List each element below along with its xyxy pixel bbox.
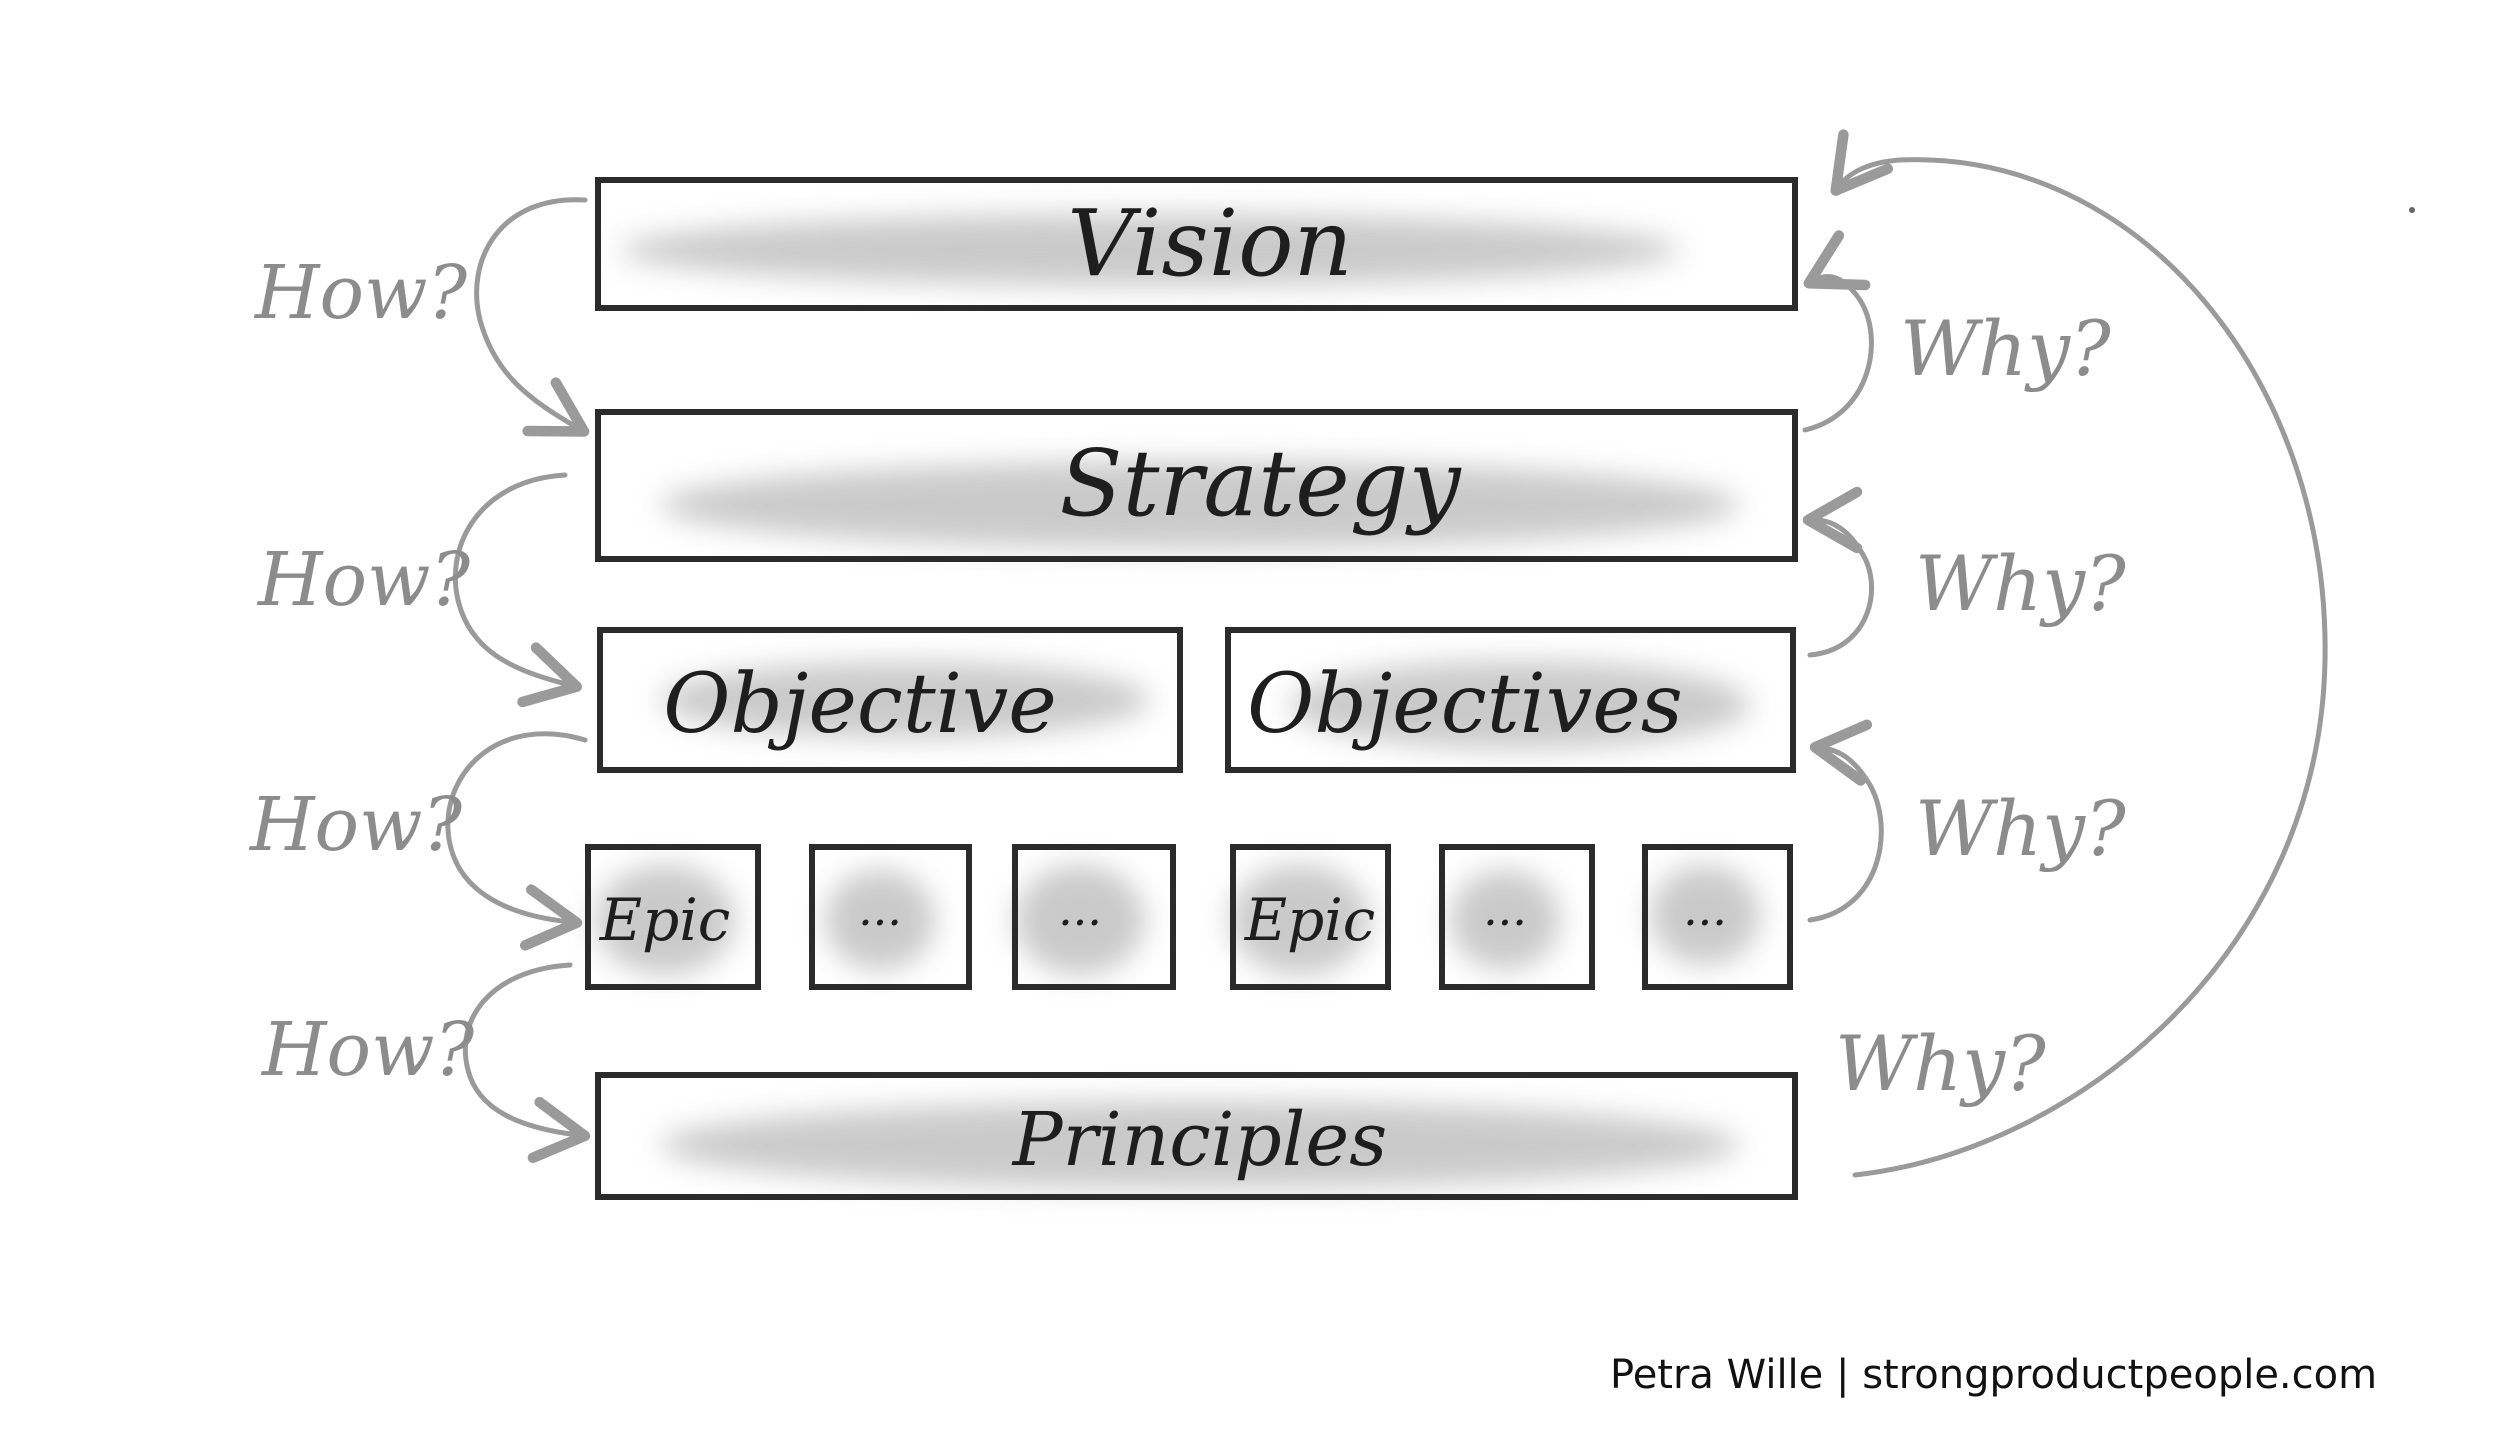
objective-right-box: [1225, 627, 1796, 773]
how-arrows-layer: [445, 197, 591, 1164]
box-labels-layer: Vision Strategy Objective Objectives Epi…: [599, 190, 1727, 1183]
why-arrow-2: [1802, 486, 1875, 658]
vision-shading: [620, 214, 1680, 286]
why-label-3: Why?: [1915, 784, 2127, 873]
how-label-2: How?: [256, 537, 471, 623]
credit-footer: Petra Wille | strongproductpeople.com: [1610, 1352, 2378, 1398]
stray-dot: [2409, 207, 2415, 213]
how-label-3: How?: [248, 782, 463, 868]
objective-right-label: Objectives: [1247, 657, 1683, 752]
principles-label: Principles: [1011, 1097, 1387, 1183]
why-arrow-big: [1830, 129, 2328, 1178]
objective-left-shading: [660, 662, 1150, 738]
side-labels-layer: How? How? How? How? Why? Why? Why? Why?: [248, 250, 2127, 1108]
shading-layer: [595, 214, 1760, 1189]
principles-box: [595, 1072, 1798, 1200]
why-label-2: Why?: [1915, 539, 2127, 628]
epic-2-shading: [825, 870, 935, 970]
epic-box-5: [1439, 844, 1595, 990]
how-label-1: How?: [253, 250, 468, 336]
epic-label-6: ...: [1683, 882, 1727, 936]
epic-label-1: Epic: [599, 886, 731, 954]
strategy-shading: [660, 461, 1740, 549]
vision-box: [595, 177, 1798, 311]
epic-box-2: [809, 844, 972, 990]
epic-box-6: [1642, 844, 1793, 990]
how-arrow-2: [452, 472, 583, 708]
epic-label-2: ...: [858, 882, 902, 936]
how-arrow-1: [474, 197, 590, 437]
epic-1-shading: [595, 865, 735, 975]
objective-left-label: Objective: [663, 657, 1057, 752]
objective-left-box: [597, 627, 1183, 773]
epic-label-4: Epic: [1244, 886, 1376, 954]
boxes-layer: [585, 177, 1798, 1200]
epic-5-shading: [1450, 870, 1560, 970]
epic-box-4: [1230, 844, 1391, 990]
how-arrow-3: [445, 731, 588, 951]
why-label-4: Why?: [1835, 1019, 2047, 1108]
epic-3-shading: [1015, 865, 1145, 975]
epic-4-shading: [1230, 865, 1370, 975]
how-arrow-4: [462, 962, 591, 1164]
strategy-label: Strategy: [1059, 430, 1461, 537]
why-arrow-1: [1802, 230, 1874, 433]
strategy-box: [595, 409, 1798, 562]
why-arrow-3: [1807, 719, 1884, 923]
objective-right-shading: [1290, 661, 1750, 749]
epic-6-shading: [1650, 865, 1760, 965]
principles-shading: [660, 1101, 1740, 1189]
epic-label-3: ...: [1058, 882, 1102, 936]
epic-box-1: [585, 844, 761, 990]
why-arrows-layer: [1802, 129, 2328, 1178]
why-label-1: Why?: [1900, 304, 2112, 393]
epic-box-3: [1012, 844, 1176, 990]
how-label-4: How?: [260, 1007, 475, 1093]
vision-label: Vision: [1067, 190, 1353, 297]
epic-label-5: ...: [1483, 882, 1527, 936]
